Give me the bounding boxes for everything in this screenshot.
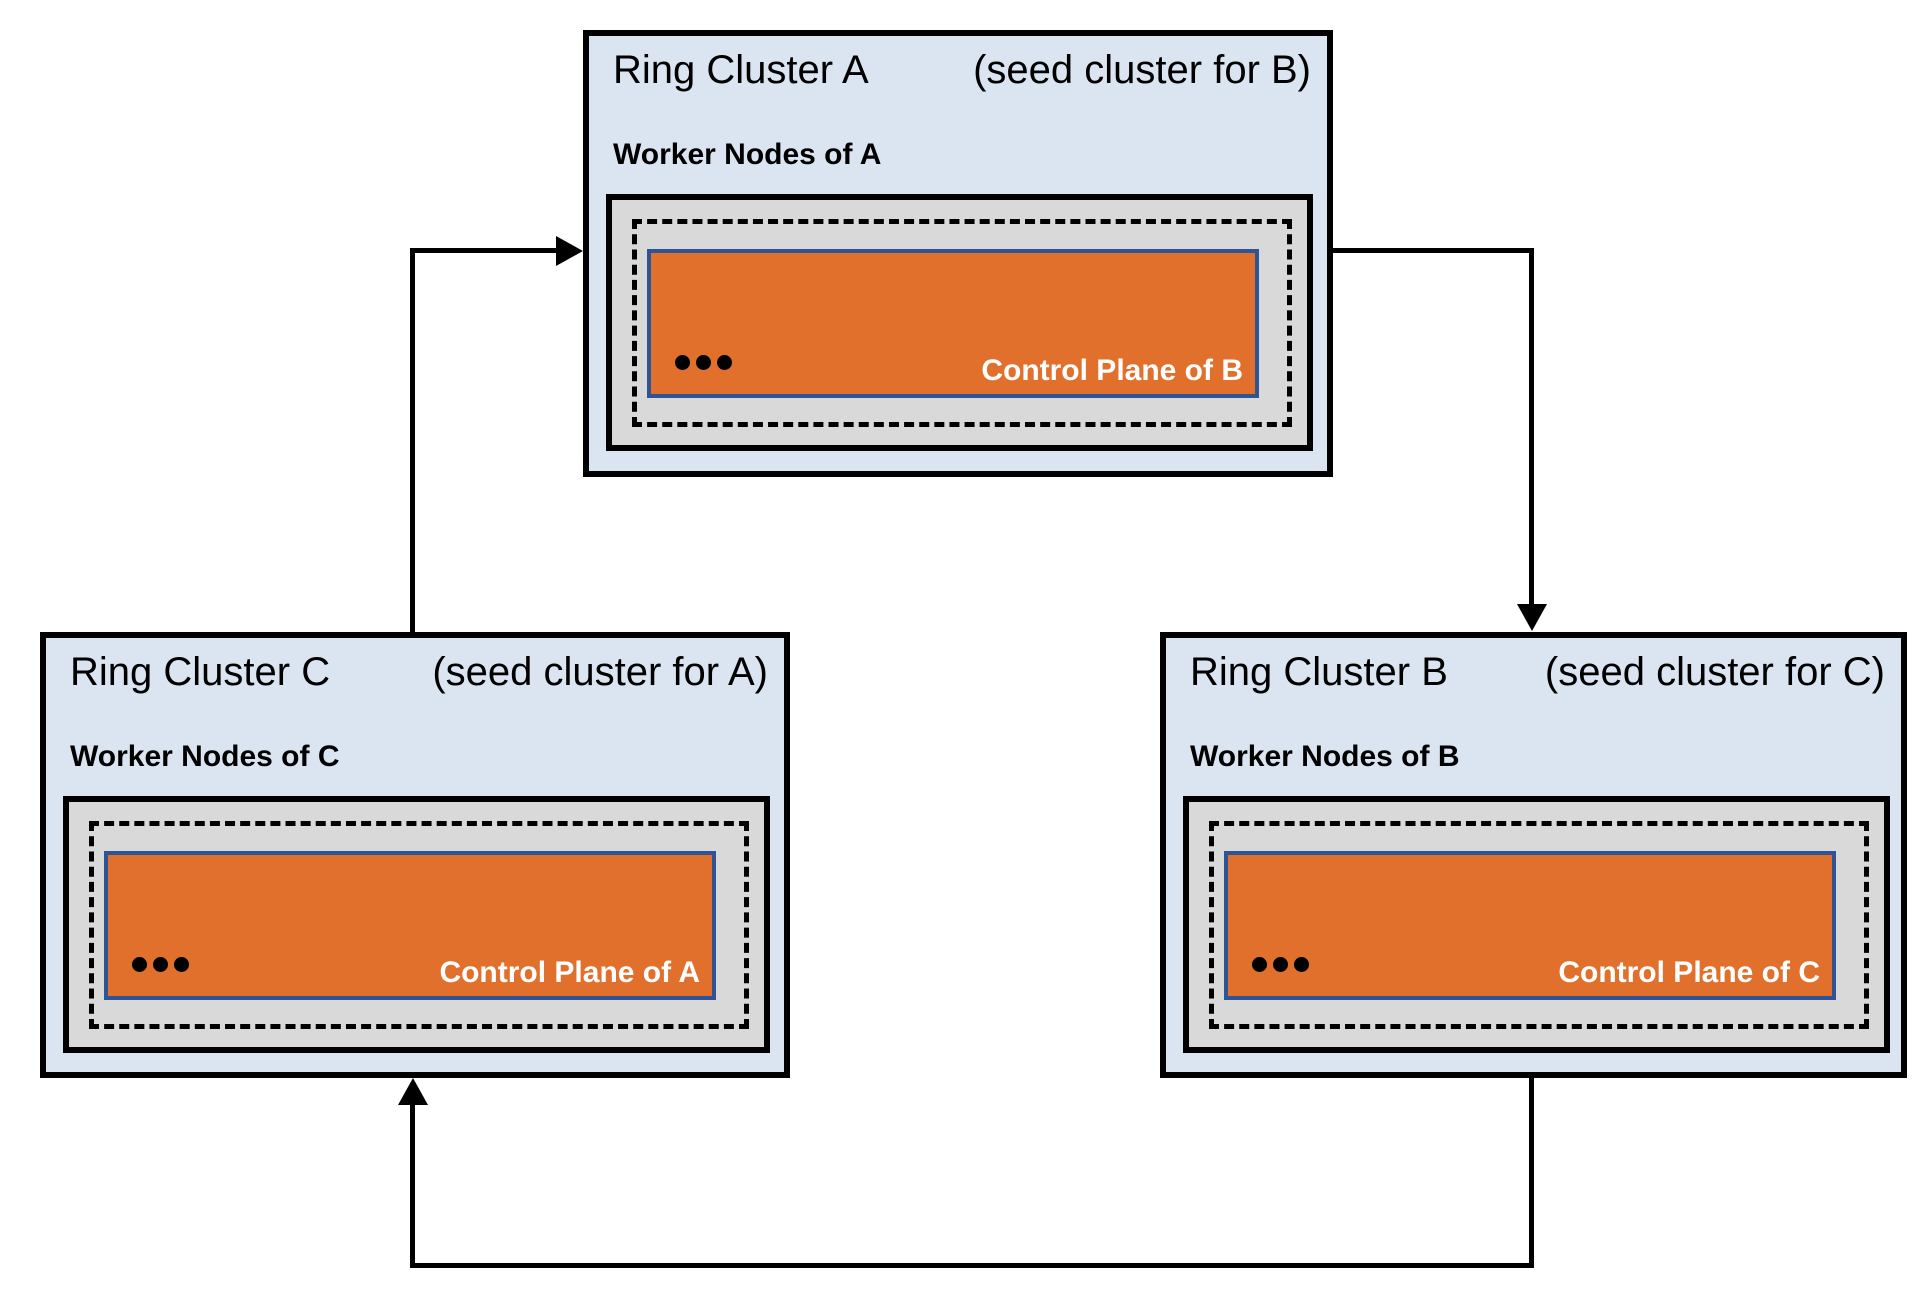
dot [1294, 957, 1309, 972]
cluster-name: Ring Cluster C [70, 650, 331, 694]
dot [1273, 957, 1288, 972]
dot [696, 355, 711, 370]
control-plane-label: Control Plane of A [439, 956, 700, 989]
worker-nodes-box: Control Plane of C [1183, 796, 1890, 1053]
cluster-title-row: Ring Cluster A (seed cluster for B) [613, 48, 1311, 93]
dashed-boundary [632, 219, 1292, 427]
seed-note: (seed cluster for B) [973, 48, 1311, 92]
control-plane-label: Control Plane of B [981, 354, 1243, 387]
ellipsis-dots [132, 957, 189, 972]
ellipsis-dots [1252, 957, 1309, 972]
worker-nodes-label: Worker Nodes of B [1190, 740, 1460, 773]
worker-nodes-label: Worker Nodes of C [70, 740, 340, 773]
arrow-b-to-c-horizontal-segment [410, 1263, 1534, 1268]
cluster-box-c: Ring Cluster C (seed cluster for A) Work… [40, 632, 790, 1078]
arrow-c-to-a-vertical-segment [410, 250, 415, 632]
dashed-boundary [1209, 821, 1869, 1029]
cluster-name: Ring Cluster B [1190, 650, 1448, 694]
dot [675, 355, 690, 370]
seed-note: (seed cluster for A) [432, 650, 768, 694]
arrow-a-to-b-horizontal-segment [1333, 248, 1531, 253]
arrow-c-to-a-horizontal-segment [410, 248, 558, 253]
dot [132, 957, 147, 972]
control-plane-box: Control Plane of C [1224, 851, 1836, 1000]
worker-nodes-label: Worker Nodes of A [613, 138, 882, 171]
dot [1252, 957, 1267, 972]
arrow-a-to-b-arrowhead-icon [1517, 604, 1547, 631]
arrow-c-to-a-arrowhead-icon [556, 236, 583, 266]
arrow-a-to-b-vertical-segment [1529, 248, 1534, 606]
cluster-title-row: Ring Cluster C (seed cluster for A) [70, 650, 768, 695]
control-plane-label: Control Plane of C [1558, 956, 1820, 989]
cluster-name: Ring Cluster A [613, 48, 869, 92]
arrow-b-to-c-up-segment [410, 1102, 415, 1268]
dot [174, 957, 189, 972]
dashed-boundary [89, 821, 749, 1029]
dot [717, 355, 732, 370]
seed-note: (seed cluster for C) [1544, 650, 1885, 694]
cluster-box-a: Ring Cluster A (seed cluster for B) Work… [583, 30, 1333, 477]
worker-nodes-box: Control Plane of B [606, 194, 1313, 451]
dot [153, 957, 168, 972]
ellipsis-dots [675, 355, 732, 370]
arrow-b-to-c-vertical-segment [1529, 1078, 1534, 1268]
cluster-box-b: Ring Cluster B (seed cluster for C) Work… [1160, 632, 1907, 1078]
arrow-b-to-c-arrowhead-icon [398, 1078, 428, 1105]
cluster-title-row: Ring Cluster B (seed cluster for C) [1190, 650, 1885, 695]
control-plane-box: Control Plane of A [104, 851, 716, 1000]
control-plane-box: Control Plane of B [647, 249, 1259, 398]
worker-nodes-box: Control Plane of A [63, 796, 770, 1053]
